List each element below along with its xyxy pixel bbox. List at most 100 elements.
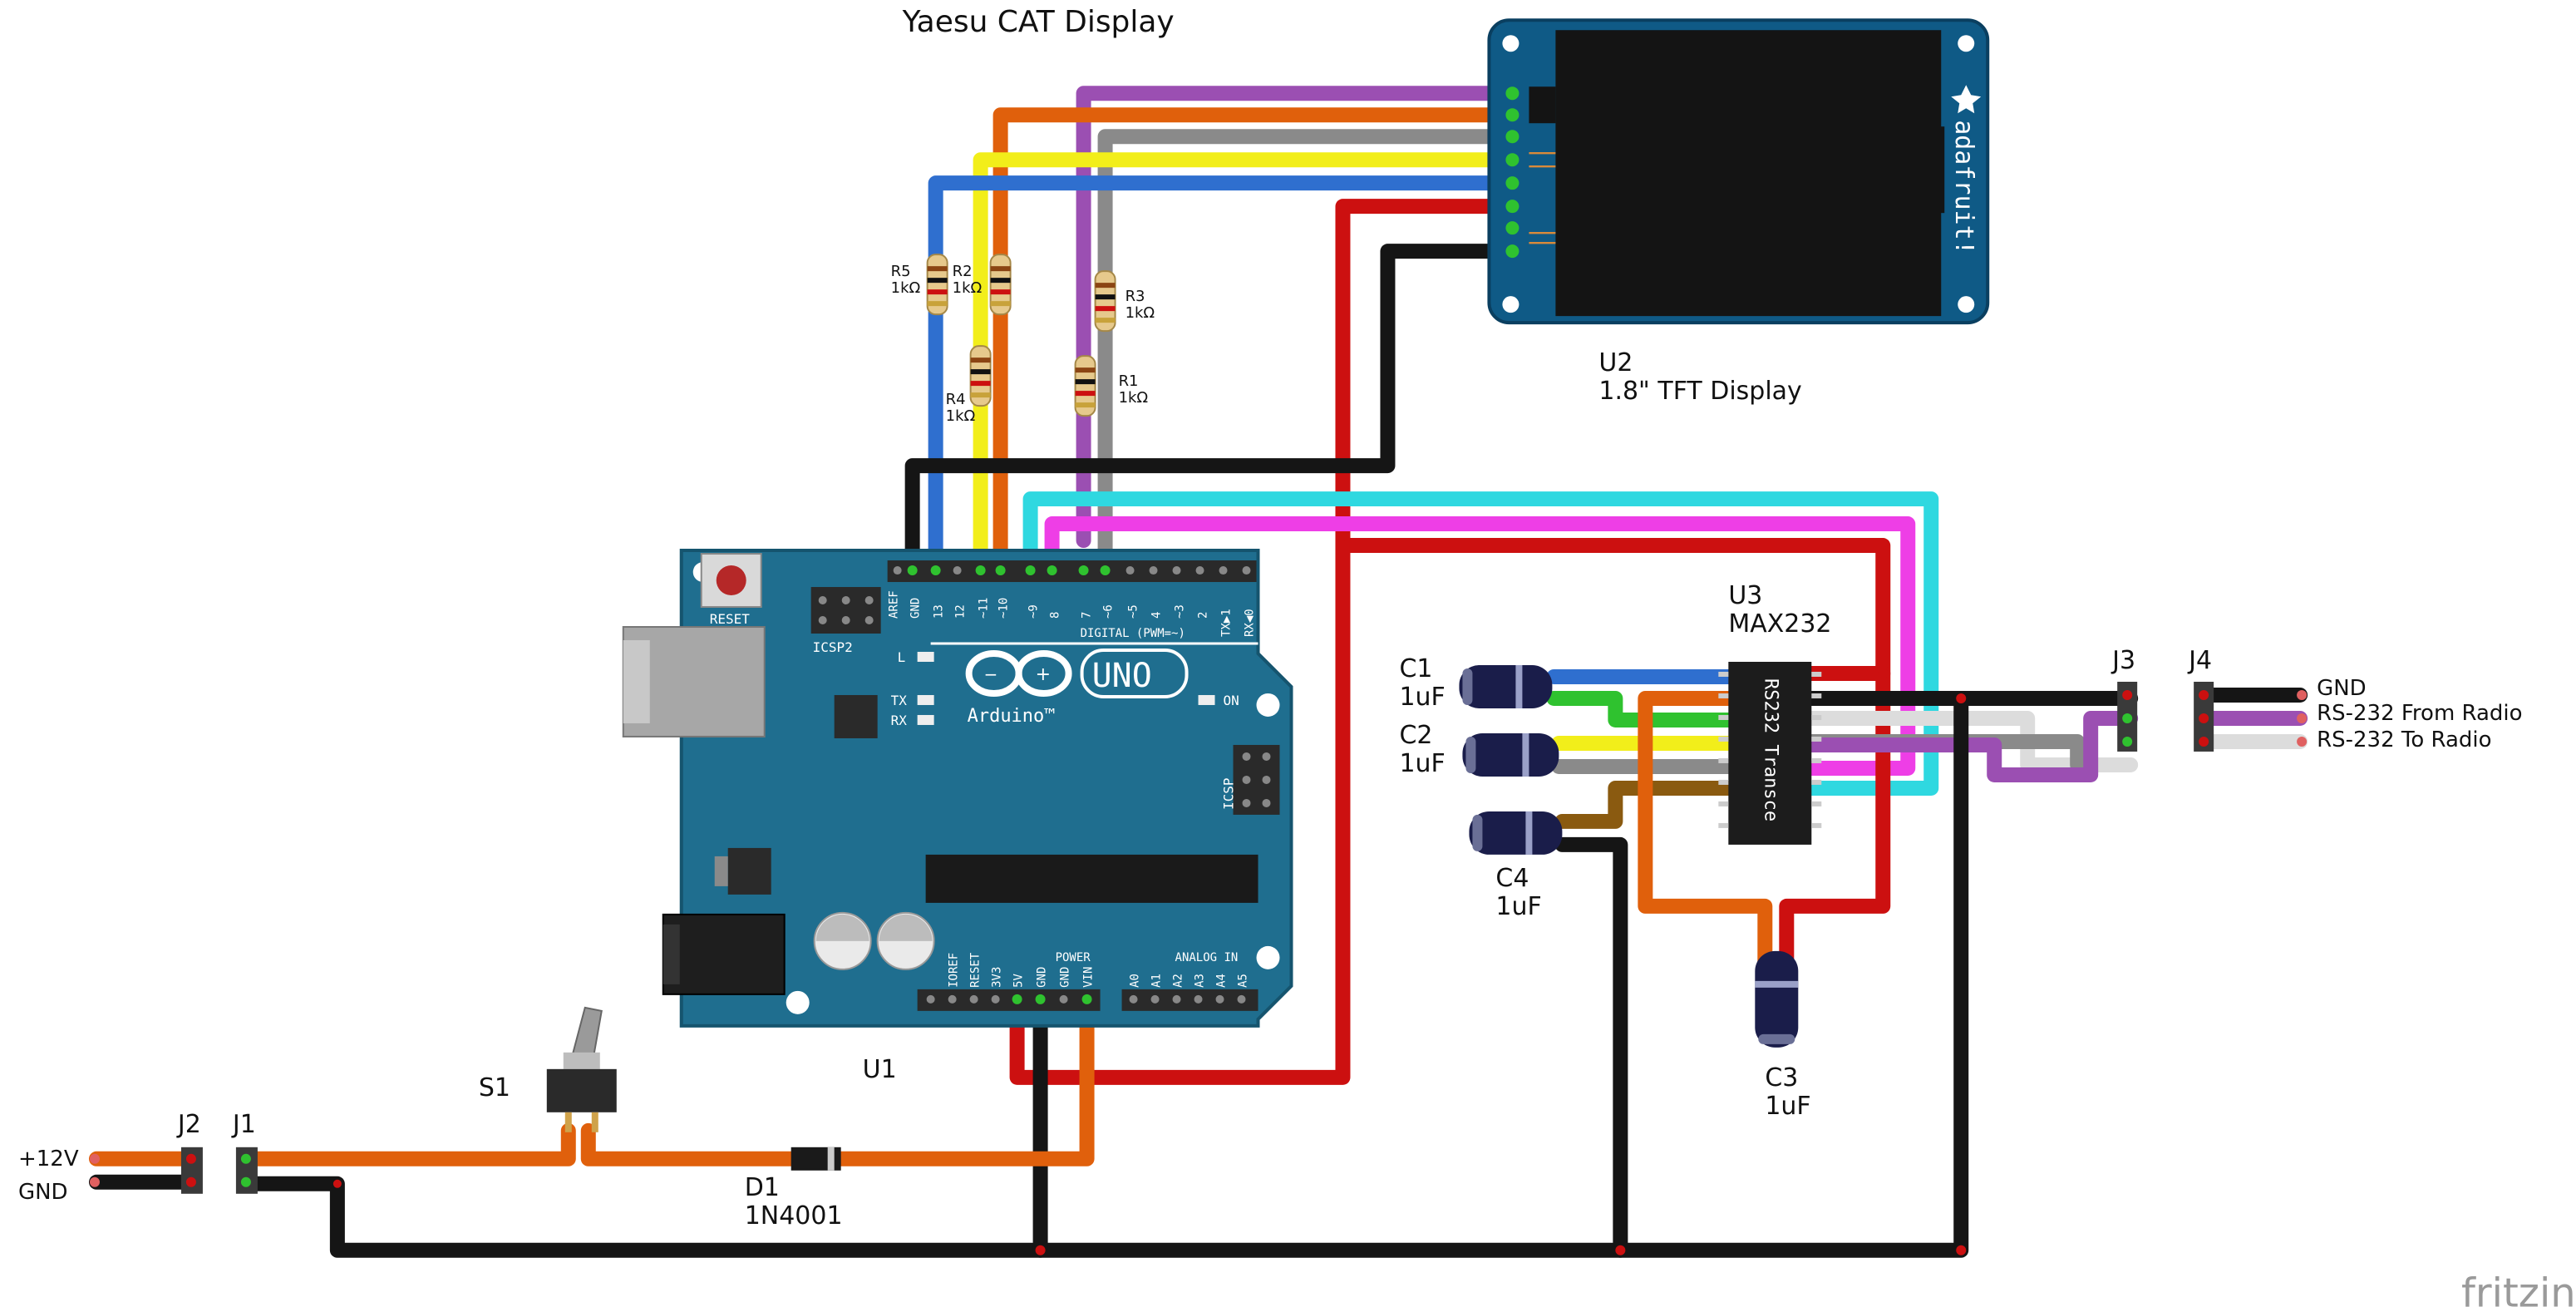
capacitor-c3 xyxy=(1755,950,1799,1048)
svg-text:ANALOG IN: ANALOG IN xyxy=(1175,951,1239,964)
connector-j2 xyxy=(180,1147,203,1194)
wire-red-vcc xyxy=(1335,538,1891,681)
u2-ref: U2 xyxy=(1598,348,1633,377)
c2-ref: C2 xyxy=(1399,721,1432,750)
junction-dots xyxy=(332,540,1967,1255)
svg-text:GND: GND xyxy=(1036,967,1049,988)
svg-text:A5: A5 xyxy=(1237,974,1250,988)
svg-text:4: 4 xyxy=(1150,612,1164,619)
j3-ref: J3 xyxy=(2111,646,2135,675)
toggle-switch-s1[interactable] xyxy=(546,1006,617,1132)
svg-text:3V3: 3V3 xyxy=(991,967,1004,988)
j4-pin-to-radio: RS-232 To Radio xyxy=(2317,727,2491,752)
r1-ref: R1 xyxy=(1119,372,1139,390)
svg-text:A4: A4 xyxy=(1215,974,1229,988)
connector-j3 xyxy=(2117,681,2138,752)
diode-d1 xyxy=(791,1147,841,1171)
wire-black-display xyxy=(904,244,1520,574)
svg-text:~5: ~5 xyxy=(1127,604,1140,619)
svg-text:RX: RX xyxy=(891,713,908,728)
svg-text:TX▶1: TX▶1 xyxy=(1220,609,1234,637)
tft-screen xyxy=(1555,30,1942,317)
svg-text:ICSP: ICSP xyxy=(1221,777,1237,810)
svg-text:~11: ~11 xyxy=(978,598,991,619)
r2-ref: R2 xyxy=(953,263,973,280)
svg-text:IOREF: IOREF xyxy=(948,953,961,988)
wire-gray-display xyxy=(1097,129,1520,574)
fritzing-watermark: fritzing xyxy=(2461,1270,2576,1307)
svg-text:ON: ON xyxy=(1224,693,1239,708)
j4-lead-ends xyxy=(2297,689,2308,747)
u3-ref: U3 xyxy=(1728,581,1762,610)
adafruit-brand: adafruit! xyxy=(1949,120,1978,254)
diagram-title: Yaesu CAT Display xyxy=(902,5,1175,39)
r4-ref: R4 xyxy=(946,391,966,408)
r5-ref: R5 xyxy=(891,263,911,280)
icsp2-header xyxy=(810,587,881,634)
c3-ref: C3 xyxy=(1765,1063,1798,1092)
wire-red-c3 xyxy=(1779,665,1891,972)
tft-pin-header xyxy=(1505,86,1519,259)
wire-black-c4-gnd xyxy=(1554,836,1628,1258)
r2-value: 1kΩ xyxy=(953,279,983,297)
arduino-label: Arduino™ xyxy=(968,706,1056,727)
j4-pin-gnd: GND xyxy=(2317,676,2367,701)
j4-pin-from-radio: RS-232 From Radio xyxy=(2317,701,2522,726)
wire-orange-display xyxy=(992,107,1520,574)
j2-pin-12v: +12V xyxy=(18,1147,79,1171)
svg-text:7: 7 xyxy=(1081,612,1094,619)
led-on xyxy=(1198,694,1215,705)
u3-name: MAX232 xyxy=(1728,609,1831,639)
svg-text:8: 8 xyxy=(1049,612,1062,619)
svg-text:VIN: VIN xyxy=(1082,967,1096,988)
u1-ref: U1 xyxy=(863,1055,897,1084)
max232-chip-text: RS232 Transce xyxy=(1760,678,1781,821)
svg-text:−: − xyxy=(984,664,998,684)
svg-text:~10: ~10 xyxy=(997,598,1011,619)
d1-ref: D1 xyxy=(745,1173,780,1202)
wire-cyan-tx xyxy=(1022,491,1939,796)
capacitor-c4 xyxy=(1469,811,1563,855)
voltage-regulator xyxy=(727,847,771,895)
capacitor-c1 xyxy=(1459,664,1553,708)
r5-value: 1kΩ xyxy=(891,279,921,297)
svg-text:A1: A1 xyxy=(1150,974,1164,988)
adafruit-logo-icon xyxy=(1951,85,1982,114)
svg-text:DIGITAL (PWM=~): DIGITAL (PWM=~) xyxy=(1081,627,1185,640)
svg-text:~6: ~6 xyxy=(1102,604,1116,619)
atmega-chip xyxy=(925,854,1258,903)
resistors xyxy=(926,254,1116,417)
connector-j1 xyxy=(235,1147,258,1194)
svg-text:13: 13 xyxy=(933,604,946,619)
c4-ref: C4 xyxy=(1495,864,1529,893)
led-tx xyxy=(917,694,934,705)
r1-value: 1kΩ xyxy=(1119,389,1149,407)
svg-text:~9: ~9 xyxy=(1027,604,1041,619)
wires xyxy=(88,86,2308,1258)
svg-text:A2: A2 xyxy=(1172,974,1185,988)
u2-name: 1.8" TFT Display xyxy=(1598,377,1801,406)
svg-text:+: + xyxy=(1036,664,1051,685)
power-header xyxy=(917,989,1101,1011)
c1-value: 1uF xyxy=(1399,683,1445,712)
max232-chip: RS232 Transce xyxy=(1718,661,1822,845)
r3-value: 1kΩ xyxy=(1125,304,1155,322)
r4-value: 1kΩ xyxy=(946,407,976,425)
svg-text:RESET: RESET xyxy=(710,611,750,627)
tft-display-module: adafruit! xyxy=(1487,18,1990,325)
connector-j4 xyxy=(2194,681,2214,752)
svg-text:GND: GND xyxy=(909,598,923,619)
svg-text:RESET: RESET xyxy=(969,952,983,988)
svg-text:12: 12 xyxy=(954,604,968,619)
uno-label: UNO xyxy=(1092,657,1152,695)
icsp-header xyxy=(1233,744,1280,815)
svg-text:TX: TX xyxy=(891,693,908,708)
board-capacitors xyxy=(813,911,935,970)
wire-orange-j1-s1 xyxy=(241,1122,576,1166)
wire-black-ground-bus xyxy=(241,690,1969,1258)
c4-value: 1uF xyxy=(1495,892,1541,921)
led-rx xyxy=(917,714,934,725)
wire-brown-c4 xyxy=(1554,780,1736,829)
svg-text:RX◀0: RX◀0 xyxy=(1244,609,1257,637)
